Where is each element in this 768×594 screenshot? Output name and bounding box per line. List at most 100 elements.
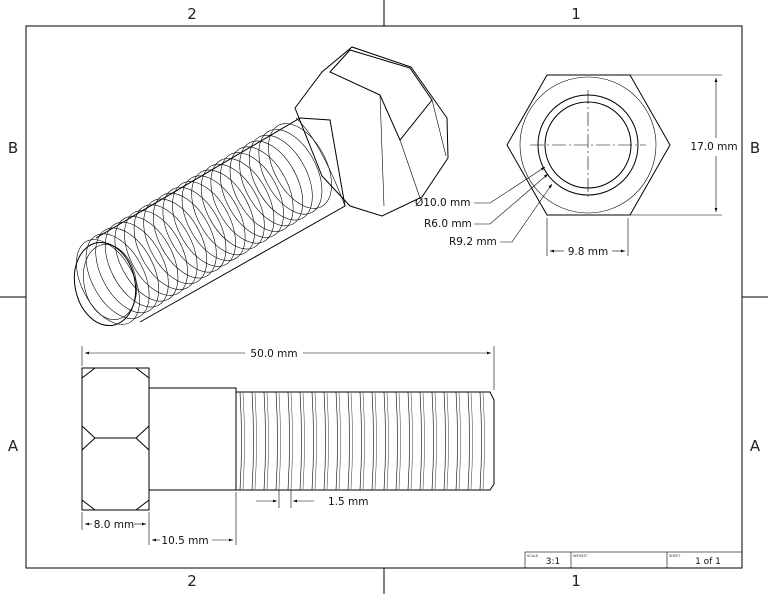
sheet-caption: SHEET — [669, 554, 681, 558]
side-head — [81, 367, 150, 511]
side-thread-outline — [236, 391, 495, 491]
iso-thread-ring — [200, 163, 265, 250]
thread-pitch-label: 1.5 mm — [328, 496, 369, 508]
sheet-value: 1 of 1 — [695, 557, 721, 567]
thread-line — [323, 391, 326, 491]
iso-thread-ring — [229, 146, 294, 232]
thread-crest — [278, 392, 281, 490]
thread-line — [239, 391, 242, 491]
thread-line — [479, 391, 482, 491]
end-view: 17.0 mm 9.8 mm Ø10.0 mm R6.0 mm R9.2 mm — [415, 74, 738, 258]
thread-line — [431, 391, 434, 491]
zone-label-left-top: B — [8, 139, 18, 157]
iso-thread-ring — [220, 152, 284, 238]
overall-length-label: 50.0 mm — [250, 348, 297, 360]
iso-thread-ring — [181, 175, 246, 261]
thread-line — [395, 391, 398, 491]
weight-caption: WEIGHT — [573, 554, 588, 558]
title-block: SCALE 3:1 WEIGHT SHEET 1 of 1 — [524, 551, 743, 569]
zone-label-left-bottom: A — [8, 437, 19, 455]
thread-crest — [422, 392, 425, 490]
thread-crest — [434, 392, 437, 490]
iso-thread-ring — [152, 192, 217, 279]
iso-thread-ring — [210, 158, 275, 244]
thread-line — [371, 391, 374, 491]
thread-line — [299, 391, 302, 491]
title-block-frame — [524, 551, 743, 569]
iso-thread-ring — [258, 129, 323, 215]
zone-label-bottom-right: 1 — [571, 572, 581, 590]
iso-thread-rings — [76, 123, 332, 325]
thread-line — [263, 391, 266, 491]
side-shank — [149, 387, 237, 491]
iso-end-face — [73, 241, 137, 327]
thread-crest — [290, 392, 293, 490]
thread-line — [275, 391, 278, 491]
side-head-chamfer — [81, 367, 96, 379]
face-width-label: 9.8 mm — [568, 246, 609, 258]
isometric-view — [73, 46, 449, 327]
thread-crest — [446, 392, 449, 490]
outer-radius-label: R9.2 mm — [449, 236, 497, 248]
zone-label-bottom-left: 2 — [187, 572, 197, 590]
thread-line — [311, 391, 314, 491]
thread-crest — [458, 392, 461, 490]
thread-line — [287, 391, 290, 491]
thread-crest — [482, 392, 485, 490]
iso-thread-ring — [191, 169, 256, 256]
hole-diameter-leader — [474, 166, 546, 204]
iso-end-chamfer — [83, 244, 137, 320]
side-head-facet-line — [81, 437, 150, 451]
thread-line — [347, 391, 350, 491]
zone-label-top-left: 2 — [187, 5, 197, 23]
inner-radius-label: R6.0 mm — [424, 218, 472, 230]
iso-thread-ring — [239, 140, 304, 227]
zone-label-right-bottom: A — [750, 437, 761, 455]
head-height-label: 8.0 mm — [94, 519, 135, 531]
thread-crest — [398, 392, 401, 490]
side-head-chamfer — [81, 499, 96, 511]
iso-hex-edge — [379, 94, 385, 207]
thread-line — [407, 391, 410, 491]
iso-hex-edge — [399, 139, 421, 199]
thread-line — [467, 391, 470, 491]
thread-line — [383, 391, 386, 491]
thread-line — [419, 391, 422, 491]
iso-thread-ring — [104, 221, 169, 308]
thread-crest — [410, 392, 413, 490]
thread-crest — [386, 392, 389, 490]
side-head-chamfer — [135, 499, 150, 511]
side-view: 50.0 mm 8.0 mm 10.5 mm 1.5 mm — [81, 346, 495, 547]
thread-crest — [254, 392, 257, 490]
inner-radius-leader — [474, 173, 549, 225]
iso-shank — [95, 117, 346, 323]
thread-crest — [362, 392, 365, 490]
across-flats-label: 17.0 mm — [690, 141, 737, 153]
iso-thread-ring — [268, 123, 332, 209]
thread-crest — [338, 392, 341, 490]
side-thread-lines — [239, 391, 485, 491]
hole-diameter-label: Ø10.0 mm — [415, 197, 470, 209]
end-view-outer-circle — [519, 76, 657, 214]
iso-thread-ring — [95, 227, 160, 314]
thread-line — [359, 391, 362, 491]
iso-thread-ring — [162, 187, 227, 273]
iso-thread-ring — [124, 210, 188, 296]
thread-crest — [242, 392, 245, 490]
thread-crest — [326, 392, 329, 490]
iso-hex-bearing-face — [295, 117, 346, 207]
thread-crest — [350, 392, 353, 490]
iso-thread-ring — [248, 134, 313, 221]
scale-caption: SCALE — [527, 554, 538, 558]
thread-crest — [314, 392, 317, 490]
side-head-chamfer — [135, 367, 150, 379]
thread-line — [443, 391, 446, 491]
side-head-facet-line — [81, 425, 150, 439]
iso-thread-ring — [143, 198, 208, 285]
scale-value: 3:1 — [546, 557, 560, 567]
thread-line — [455, 391, 458, 491]
thread-crest — [266, 392, 269, 490]
iso-thread-ring — [76, 239, 140, 325]
zone-label-right-top: B — [750, 139, 760, 157]
